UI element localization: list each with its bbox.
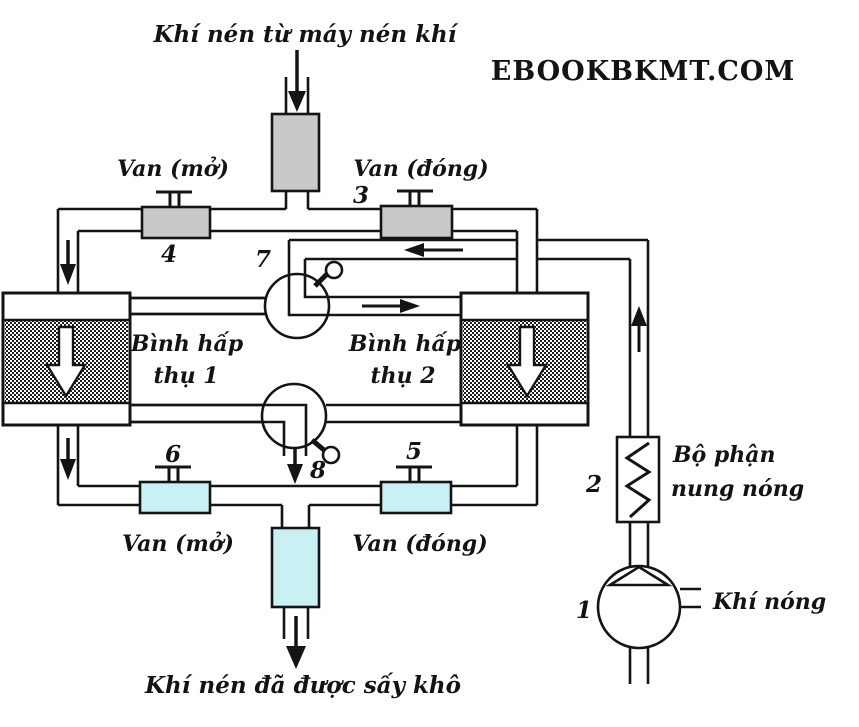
blower-fan	[596, 564, 682, 650]
tank1-downflow-arrow	[44, 325, 88, 399]
valve-5-number: 5	[406, 438, 422, 465]
return-line-flow-arrow	[404, 243, 463, 257]
inlet-caption: Khí nén từ máy nén khí	[153, 21, 459, 48]
valve-3-label: Van (đóng)	[353, 156, 488, 182]
rotary-valve-8	[130, 382, 461, 465]
rotary-valve-7	[130, 240, 461, 340]
left-lower-flow-arrow	[60, 438, 76, 480]
valve-5-label: Van (đóng)	[352, 531, 487, 557]
valve-6-label: Van (mở)	[122, 531, 234, 557]
valve-7-number: 7	[255, 246, 271, 273]
blower-rotor-icon	[605, 565, 673, 587]
valve-6-number: 6	[165, 441, 181, 468]
valve-6	[138, 465, 212, 515]
valve-3	[379, 189, 454, 240]
heater-label-line2: nung nóng	[671, 476, 804, 502]
valve-4-handle	[156, 190, 192, 207]
outlet-filter-block	[270, 526, 321, 609]
flow-arrows	[60, 50, 647, 669]
valve-8-lever-knob	[321, 445, 341, 465]
hot-air-label: Khí nóng	[712, 589, 826, 615]
valve-6-handle	[155, 465, 191, 482]
valve-5	[379, 465, 453, 515]
valve-5-handle	[396, 465, 432, 482]
valve-3-number: 3	[353, 182, 369, 209]
valve-8-lever	[310, 438, 326, 452]
valve-7-internal-elbow	[130, 240, 461, 317]
tank1-label-line2: thụ 1	[153, 363, 218, 389]
valve8-purge-flow-arrow	[287, 449, 303, 484]
valve-8-number: 8	[309, 457, 326, 484]
valve-7-lever-knob	[324, 260, 344, 280]
valve-4	[140, 190, 212, 240]
left-upper-flow-arrow	[60, 240, 76, 285]
heater-number: 2	[585, 471, 602, 498]
valve-4-label: Van (mở)	[117, 156, 229, 182]
heater-label-line1: Bộ phận	[672, 442, 776, 468]
tank1-label-line1: Bình hấp	[130, 331, 244, 357]
tank2-label-line2: thụ 2	[370, 363, 435, 389]
heater	[615, 435, 661, 524]
outlet-flow-arrow	[286, 616, 306, 669]
blower-number: 1	[576, 597, 592, 624]
valve-8-internal-elbow	[130, 403, 461, 456]
watermark-text: EBOOKBKMT.COM	[491, 56, 796, 87]
to-tank2-flow-arrow	[362, 299, 420, 313]
absorber-tank-2	[459, 291, 590, 427]
valve-7-lever	[313, 272, 329, 288]
absorber-tank-1	[1, 291, 132, 427]
inlet-filter-block	[270, 112, 321, 193]
outlet-caption: Khí nén đã được sấy khô	[144, 672, 461, 699]
tank2-downflow-arrow	[505, 325, 549, 399]
heater-coil	[624, 441, 652, 519]
valve-4-number: 4	[161, 241, 177, 268]
riser-up-flow-arrow	[631, 306, 647, 352]
valve-3-handle	[397, 189, 433, 206]
inlet-flow-arrow	[288, 50, 306, 112]
tank2-label-line1: Bình hấp	[348, 331, 462, 357]
